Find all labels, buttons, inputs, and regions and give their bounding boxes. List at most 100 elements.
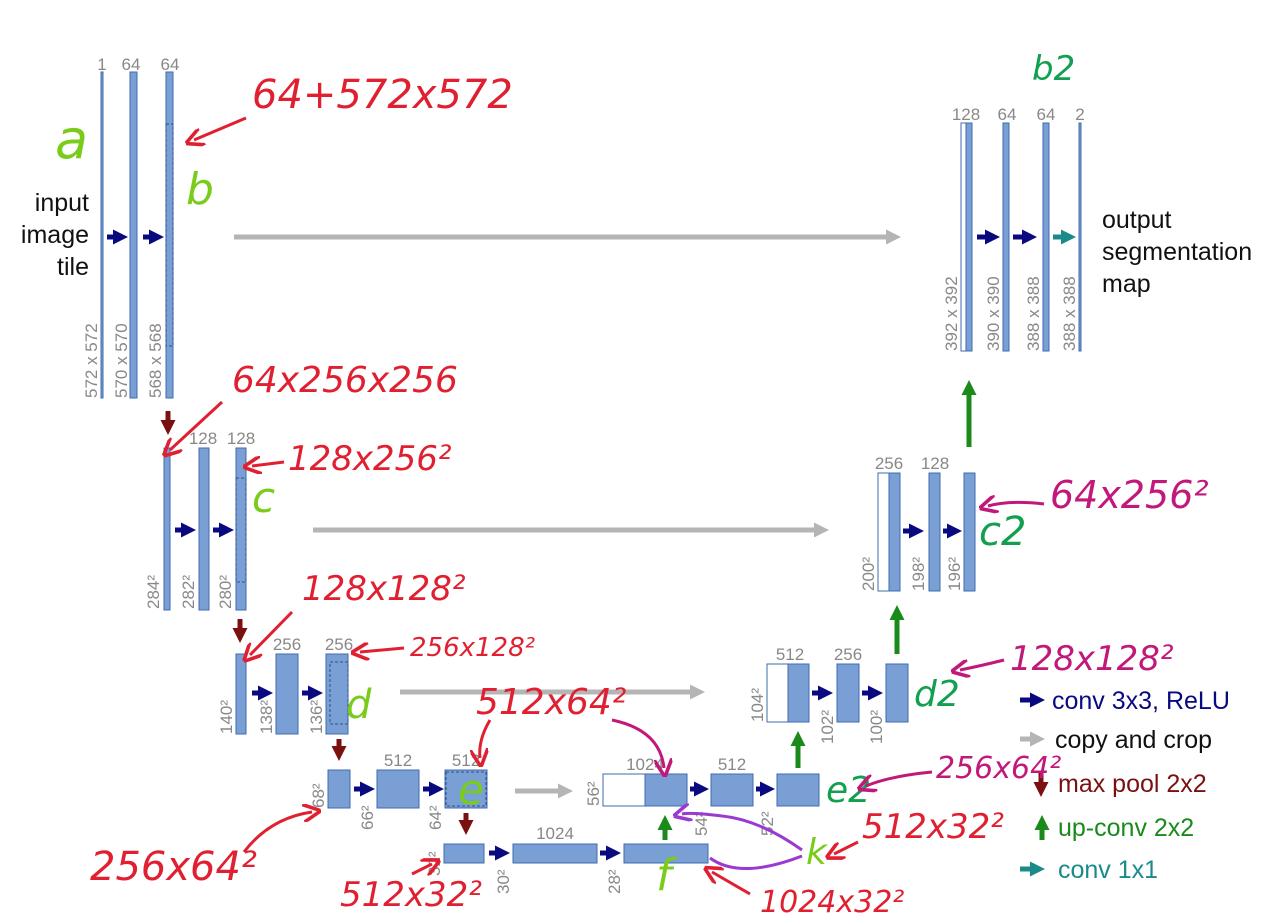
feature-map <box>129 71 138 399</box>
annotation-note: 128x256² <box>288 439 452 479</box>
size-label: 66² <box>358 805 377 830</box>
size-label: 284² <box>144 575 163 609</box>
annotation-pointer <box>712 872 751 896</box>
size-label: 100² <box>867 710 886 744</box>
annotation-pointer <box>480 719 492 758</box>
crop-region <box>445 771 487 807</box>
feature-map <box>444 769 488 809</box>
decoder-level-3 <box>766 663 909 723</box>
annotation-c2: c2 <box>979 509 1026 555</box>
copied-map <box>960 122 967 352</box>
channel-label: 1 <box>97 55 106 74</box>
annotation-pointer <box>960 658 1005 670</box>
annotation-pointer <box>611 718 664 768</box>
decoder-level-1 <box>960 122 1082 352</box>
feature-map-output <box>1078 122 1082 352</box>
channel-label: 256 <box>834 645 862 664</box>
channel-label: 128 <box>921 454 949 473</box>
legend-upconv-label: up-conv 2x2 <box>1058 814 1194 842</box>
upconv-arrows <box>657 380 977 840</box>
feature-map <box>325 653 349 735</box>
encoder-level-3 <box>235 653 349 735</box>
annotation-note: 512x32² <box>862 807 1004 847</box>
channel-label: 256 <box>875 454 903 473</box>
annotation-e: e <box>458 765 484 814</box>
size-label: 568 x 568 <box>146 323 165 398</box>
annotation-note: 64+572x572 <box>252 72 513 118</box>
copy-arrows <box>234 229 901 799</box>
handwritten-annotations: a b b2 c c2 d d2 e e2 f k 64+572x572 64x… <box>55 49 1209 920</box>
size-label: 390 x 390 <box>984 276 1003 351</box>
annotation-note: 256x64² <box>90 844 257 890</box>
channel-labels: 1 64 64 128 128 256 256 512 512 1024 102… <box>97 55 1084 843</box>
annotation-pointer <box>250 610 294 655</box>
channel-label: 512 <box>384 751 412 770</box>
encoder-level-4 <box>327 769 488 809</box>
annotation-note: 256x64² <box>936 751 1061 786</box>
feature-map <box>165 71 174 399</box>
size-label: 198² <box>909 557 928 591</box>
annotation-b2: b2 <box>1032 49 1075 89</box>
annotation-e2: e2 <box>826 770 871 811</box>
feature-map <box>963 472 976 592</box>
size-label: 32² <box>425 851 444 876</box>
output-label-line: map <box>1102 270 1151 298</box>
channel-label: 64 <box>122 55 141 74</box>
feature-map <box>787 663 810 723</box>
size-label: 56² <box>584 781 603 806</box>
output-label-line: segmentation <box>1102 238 1252 266</box>
legend-conv1x1-label: conv 1x1 <box>1058 856 1158 884</box>
feature-map <box>275 653 299 735</box>
legend-conv-label: conv 3x3, ReLU <box>1052 687 1230 715</box>
crop-region <box>235 477 247 583</box>
pool-arrows <box>160 411 474 835</box>
size-label: 388 x 388 <box>1024 276 1043 351</box>
channel-label: 128 <box>227 429 255 448</box>
feature-map <box>776 773 820 807</box>
annotation-pointer <box>242 812 312 853</box>
channel-label: 1024 <box>536 824 574 843</box>
channel-label: 256 <box>273 635 301 654</box>
size-label: 30² <box>494 869 513 894</box>
annotation-pointer <box>866 770 933 786</box>
annotation-k: k <box>806 832 829 873</box>
annotation-d2: d2 <box>914 674 960 715</box>
size-label: 572 x 572 <box>82 323 101 398</box>
feature-map <box>885 663 909 723</box>
feature-map <box>235 653 247 735</box>
size-label: 54² <box>692 811 711 836</box>
size-label: 140² <box>217 700 236 734</box>
channel-label: 128 <box>189 429 217 448</box>
annotation-a: a <box>55 108 88 171</box>
input-label: input image tile <box>21 189 89 281</box>
conv-arrows <box>107 229 1037 861</box>
feature-map <box>1042 122 1050 352</box>
input-label-line: tile <box>57 253 89 281</box>
feature-map <box>235 447 247 611</box>
annotation-note: 256x128² <box>410 633 535 663</box>
annotation-note: 64x256x256 <box>232 360 458 401</box>
crop-region <box>165 123 174 347</box>
copied-map <box>877 472 890 592</box>
channel-label: 64 <box>161 55 180 74</box>
channel-label: 64 <box>1037 105 1056 124</box>
legend: conv 3x3, ReLU copy and crop max pool 2x… <box>1020 687 1230 884</box>
copied-map <box>602 773 646 807</box>
feature-map <box>198 447 210 611</box>
channel-label: 256 <box>325 635 353 654</box>
annotation-d: d <box>346 682 372 728</box>
size-label: 282² <box>179 575 198 609</box>
decoder-level-4 <box>602 773 820 807</box>
annotation-pointer <box>360 648 405 652</box>
feature-map <box>512 843 598 864</box>
decoder-level-2 <box>877 472 976 592</box>
encoder-level-1 <box>100 71 174 399</box>
annotation-pointer <box>682 813 803 870</box>
size-label: 200² <box>859 557 878 591</box>
feature-map <box>327 769 351 809</box>
size-label: 388 x 388 <box>1060 276 1079 351</box>
size-label: 102² <box>818 710 837 744</box>
annotation-pointer <box>252 462 285 466</box>
feature-map <box>710 773 754 807</box>
